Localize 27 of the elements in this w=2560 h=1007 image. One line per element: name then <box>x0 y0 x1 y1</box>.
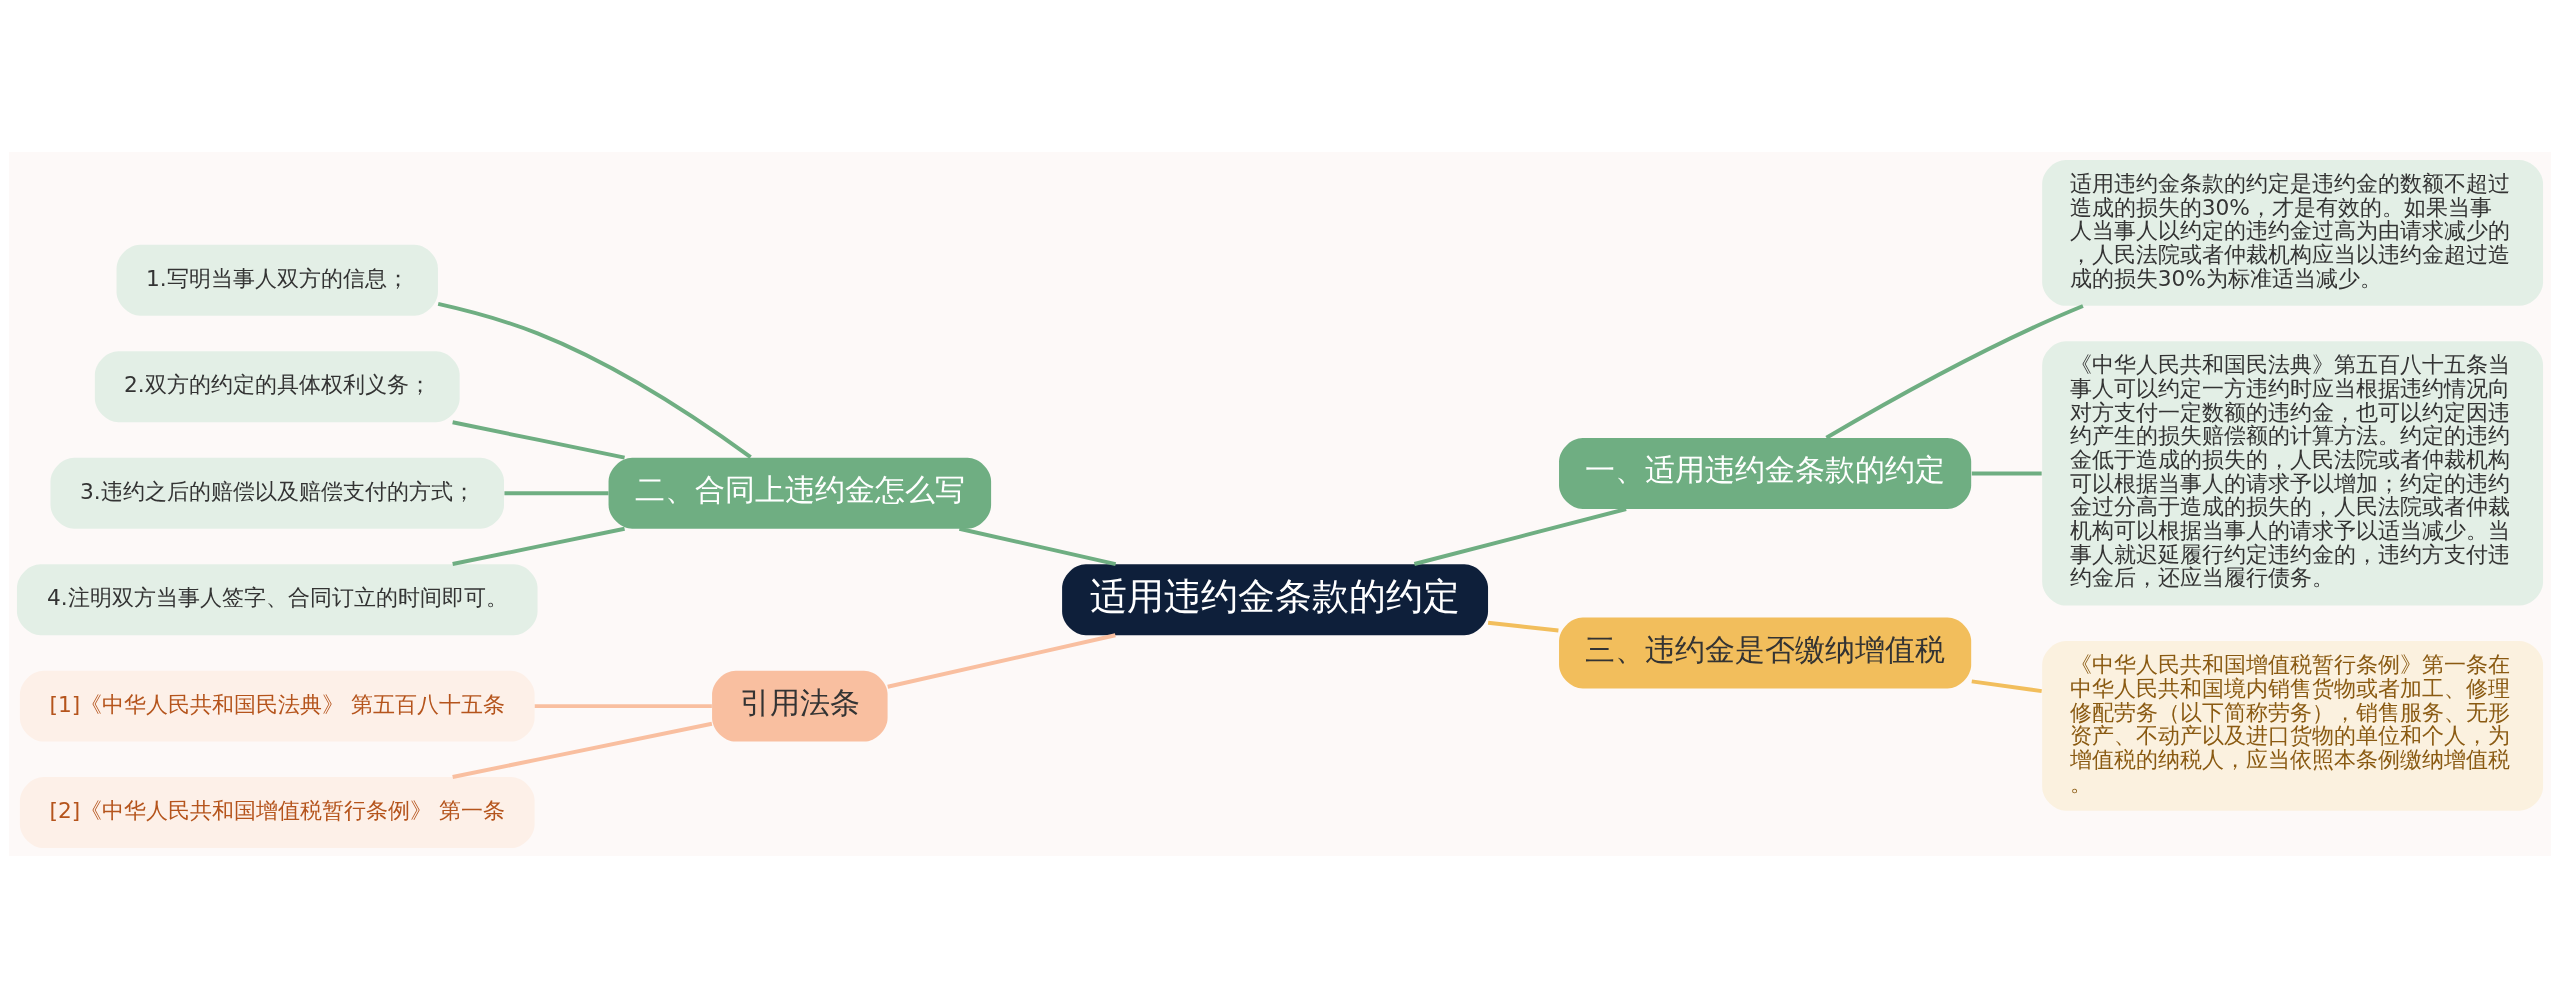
connector <box>1825 303 2084 439</box>
connector <box>1971 470 2042 475</box>
node-box: 《中华人民共和国增值税暂行条例》第一条在中华人民共和国境内销售货物或者加工、修理修配劳务（以下简称劳务），销售服务、无形资产、不动产以及进口货物的单位和个人，为增值税的纳税人，应当依照本条例缴纳增值税。 <box>2042 640 2544 811</box>
node-box: 三、违约金是否缴纳增值税 <box>1559 616 1972 688</box>
connector <box>437 301 752 459</box>
node-box: [1]《中华人民共和国民法典》 第五百八十五条 <box>19 670 535 742</box>
node-box: [2]《中华人民共和国增值税暂行条例》 第一条 <box>19 776 535 848</box>
node-box: 3.违约之后的赔偿以及赔偿支付的方式； <box>50 457 504 529</box>
node-box: 2.双方的约定的具体权利义务； <box>94 350 460 422</box>
node-box: 4.注明双方当事人签字、合同订立的时间即可。 <box>16 563 538 635</box>
node-box: 适用违约金条款的约定 <box>1062 563 1489 635</box>
connector <box>887 632 1116 689</box>
node-box: 适用违约金条款的约定是违约金的数额不超过造成的损失的30%，才是有效的。如果当事人当事人以约定的违约金过高为由请求减少的，人民法院或者仲裁机构应当以违约金超过造成的损失30%为标准适当减少。 <box>2042 159 2544 306</box>
node-box: 《中华人民共和国民法典》第五百八十五条当事人可以约定一方违约时应当根据违约情况向对方支付一定数额的违约金，也可以约定因违约产生的损失赔偿额的计算方法。约定的违约金低于造成的损失的，人民法院或者仲裁机构可以根据当事人的请求予以增加；约定的违约金过分高于造成的损失的，人民法院或者仲裁机构可以根据当事人的请求予以适当减少。当事人就迟延履行约定违约金的，违约方支付违约金后，还应当履行债务。 <box>2042 340 2544 606</box>
node-box: 一、适用违约金条款的约定 <box>1559 437 1972 509</box>
connector <box>452 419 625 459</box>
connector <box>958 526 1117 566</box>
connector <box>452 526 625 566</box>
connector <box>452 721 713 779</box>
connector <box>1487 620 1559 632</box>
node-box: 二、合同上违约金怎么写 <box>608 457 992 529</box>
node-box: 1.写明当事人双方的信息； <box>116 244 438 316</box>
connector <box>1413 506 1627 566</box>
connector <box>1971 678 2042 693</box>
connector <box>534 703 712 708</box>
node-box: 引用法条 <box>712 670 888 742</box>
connector <box>504 490 609 495</box>
